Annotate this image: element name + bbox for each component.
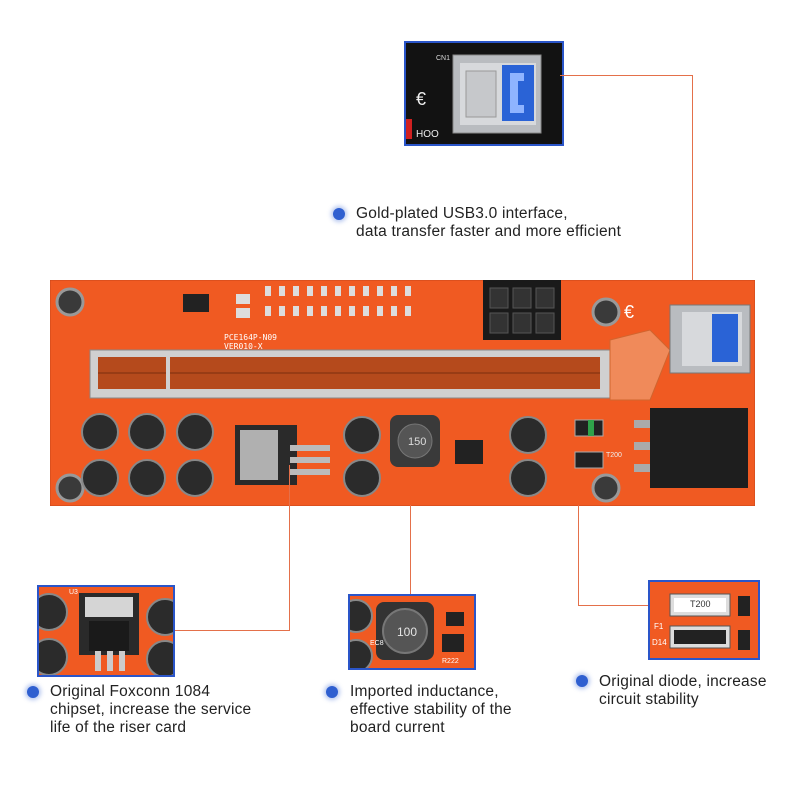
capacitor-group-left bbox=[81, 413, 214, 497]
diode-leader-horizontal bbox=[578, 605, 648, 606]
board-diode-marking: T200 bbox=[606, 452, 622, 459]
inductor-leader-vertical bbox=[410, 505, 411, 595]
usb-callout-line2: data transfer faster and more efficient bbox=[356, 223, 622, 240]
chipset-leader-horizontal bbox=[172, 630, 290, 631]
chipset-closeup-inset: U3 bbox=[37, 585, 175, 677]
usb-callout-text: Gold-plated USB3.0 interface, data trans… bbox=[356, 205, 621, 241]
inductance-callout-line3: board current bbox=[350, 719, 445, 736]
diode-callout-bullet bbox=[576, 675, 588, 687]
board-version-label: VER010-X bbox=[224, 342, 263, 351]
inductor-inset-ref: EC8 bbox=[370, 640, 384, 647]
inductance-callout-line1: Imported inductance, bbox=[350, 683, 499, 700]
chipset-leader-vertical bbox=[289, 465, 290, 630]
diode-callout-text: Original diode, increase circuit stabili… bbox=[599, 673, 767, 709]
inductor-closeup-inset: 100 EC8 R222 bbox=[348, 594, 476, 670]
diode-callout-line2: circuit stability bbox=[599, 691, 699, 708]
inductance-callout-line2: effective stability of the bbox=[350, 701, 512, 718]
chipset-callout-bullet bbox=[27, 686, 39, 698]
mount-hole-bl bbox=[55, 473, 85, 503]
usb-callout-line1: Gold-plated USB3.0 interface, bbox=[356, 205, 568, 222]
inductance-callout-bullet bbox=[326, 686, 338, 698]
chipset-callout-text: Original Foxconn 1084 chipset, increase … bbox=[50, 683, 251, 737]
ce-mark: € bbox=[416, 89, 427, 109]
inductor-inset-value: 100 bbox=[397, 625, 418, 639]
chipset-callout-line1: Original Foxconn 1084 bbox=[50, 683, 211, 700]
inductor-inset-res: R222 bbox=[442, 658, 459, 665]
inductor-closeup-graphic bbox=[350, 596, 474, 668]
board-model-label: PCE164P-N09 bbox=[224, 333, 277, 342]
usb-leader-horizontal bbox=[560, 75, 692, 76]
board-inductor-value: 150 bbox=[408, 436, 427, 448]
usb-callout-bullet bbox=[333, 208, 345, 220]
inductance-callout-text: Imported inductance, effective stability… bbox=[350, 683, 512, 737]
diode-closeup-graphic bbox=[650, 582, 758, 658]
diode-inset-marking: T200 bbox=[690, 599, 711, 609]
diode-inset-f1: F1 bbox=[654, 622, 664, 631]
usb-leader-vertical bbox=[692, 75, 693, 300]
diode-closeup-inset: T200 F1 D14 bbox=[648, 580, 760, 660]
diode-callout-line1: Original diode, increase bbox=[599, 673, 767, 690]
diode-leader-vertical bbox=[578, 505, 579, 605]
diode-inset-d14: D14 bbox=[652, 638, 667, 647]
usb-ref-label: CN1 bbox=[436, 55, 451, 62]
board-ce-mark: € bbox=[624, 302, 635, 322]
usb-closeup-inset: CN1 € HOO bbox=[404, 41, 564, 146]
usb-ref2-label: HOO bbox=[416, 129, 439, 140]
chipset-callout-line3: life of the riser card bbox=[50, 719, 187, 736]
usb-closeup-graphic bbox=[406, 43, 562, 144]
riser-board bbox=[50, 280, 755, 506]
chip-ref-label: U3 bbox=[69, 589, 78, 596]
mount-hole-tl bbox=[55, 287, 85, 317]
chipset-callout-line2: chipset, increase the service bbox=[50, 701, 252, 718]
chipset-closeup-graphic bbox=[39, 587, 173, 675]
